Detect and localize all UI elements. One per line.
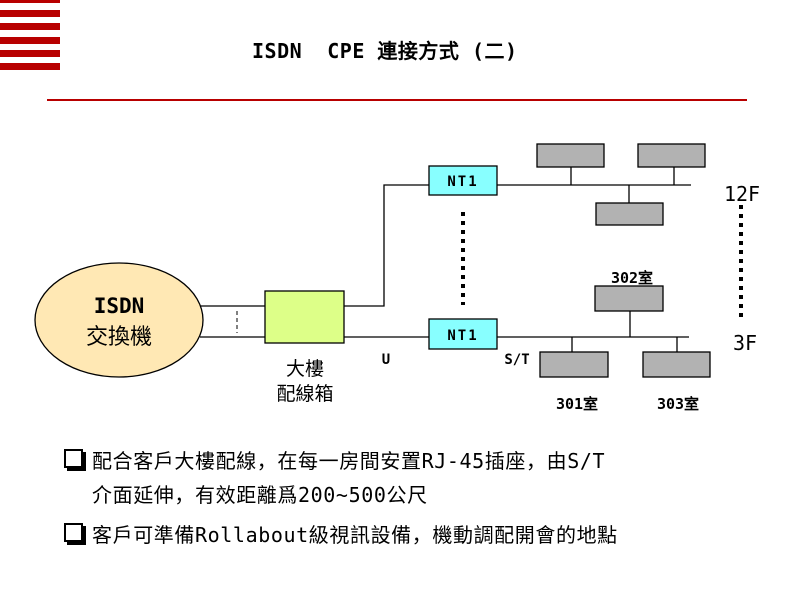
floor-12f-label: 12F <box>724 182 760 206</box>
terminal-device-room-301 <box>539 351 609 378</box>
terminal-device-12f-b <box>637 143 706 168</box>
stripe <box>0 63 60 70</box>
terminal-device-12f-c <box>595 202 664 226</box>
nt1-bottom-box <box>428 318 498 350</box>
stripe <box>0 10 60 17</box>
stripe <box>0 50 60 57</box>
stripe <box>0 23 60 30</box>
network-diagram: ISDN 交換機 大樓 配線箱 U NT1 NT1 S/T 302室 301室 … <box>34 143 760 413</box>
switch-label-line1: ISDN <box>94 294 145 318</box>
room-302-label: 302室 <box>611 269 653 287</box>
terminal-device-12f-a <box>536 143 605 168</box>
switch-label-line2: 交換機 <box>86 325 152 350</box>
terminal-device-room-302 <box>594 285 664 312</box>
wiring-box-label-line1: 大樓 <box>286 358 324 380</box>
terminal-device-room-303 <box>642 351 711 378</box>
floor-3f-label: 3F <box>733 331 757 355</box>
nt1-top-box <box>428 165 498 196</box>
riser-line-top <box>344 184 429 307</box>
wiring-box <box>264 290 345 344</box>
room-301-label: 301室 <box>556 395 598 413</box>
bullet-text: 配合客戶大樓配線，在每一房間安置RJ-45插座，由S/T 介面延伸，有效距離爲2… <box>92 449 606 507</box>
stripe <box>0 37 60 44</box>
hollow-square-bullet-icon <box>64 523 83 542</box>
hollow-square-bullet-icon <box>64 449 83 468</box>
room-303-label: 303室 <box>657 395 699 413</box>
isdn-switch-ellipse <box>34 262 204 378</box>
nt1-top-label: NT1 <box>447 174 478 190</box>
u-interface-label: U <box>382 352 390 368</box>
nt1-bottom-label: NT1 <box>447 328 478 344</box>
red-stripes-icon <box>0 0 60 72</box>
bullet-text: 客戶可準備Rollabout級視訊設備，機動調配開會的地點 <box>92 523 618 547</box>
title-divider <box>47 99 747 101</box>
stripe <box>0 0 60 3</box>
slide-title: ISDN CPE 連接方式 (二) <box>252 39 518 63</box>
wiring-box-label-line2: 配線箱 <box>276 383 333 405</box>
st-interface-label: S/T <box>504 352 529 368</box>
